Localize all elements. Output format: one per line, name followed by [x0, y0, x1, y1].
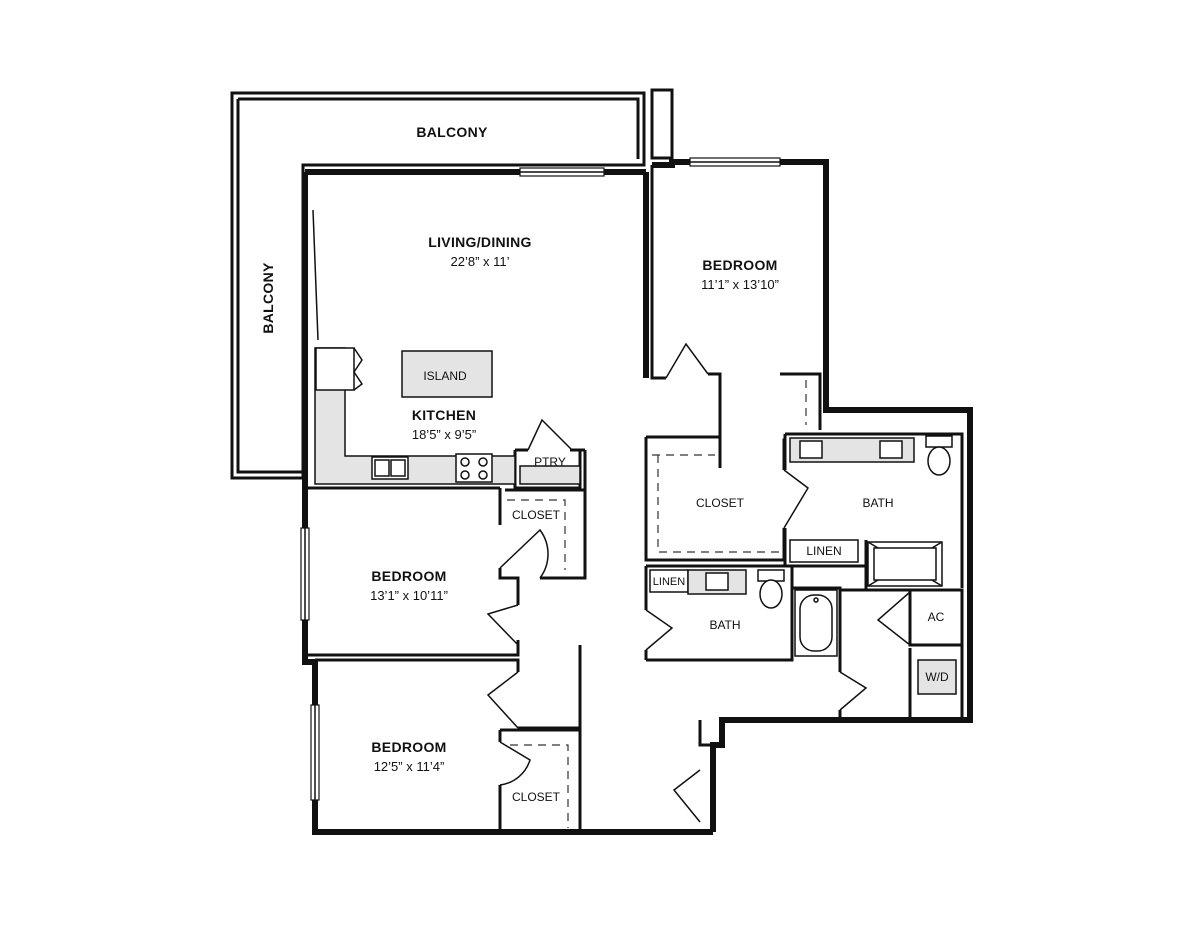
hall-bath-label: BATH: [709, 618, 740, 632]
balcony-top-label: BALCONY: [416, 124, 488, 140]
sink-icon: [879, 440, 903, 459]
island: [401, 350, 493, 398]
pantry-label: PTRY: [534, 455, 566, 469]
island-label: ISLAND: [423, 369, 467, 383]
fridge-icon: [315, 347, 355, 391]
kitchen-dims: 18’5” x 9’5”: [412, 427, 476, 442]
washer-dryer-label: W/D: [925, 670, 949, 684]
living-dining-label: LIVING/DINING: [428, 234, 531, 250]
bedroom-3-dims: 12’5” x 11’4”: [374, 759, 445, 774]
bedroom-3-label: BEDROOM: [371, 739, 446, 755]
bedroom-2-label: BEDROOM: [371, 568, 446, 584]
exterior-walls: [302, 88, 973, 835]
linen-cabinet: [789, 539, 859, 563]
master-linen-label: LINEN: [806, 544, 841, 558]
balcony-area: [230, 91, 646, 480]
hall-linen-label: LINEN: [653, 576, 685, 588]
windows: [300, 157, 781, 801]
bedroom-2-dims: 13’1” x 10’11”: [370, 588, 448, 603]
master-closet-label: CLOSET: [696, 496, 745, 510]
cooktop-icon: [455, 453, 493, 483]
shower-icon: [867, 541, 943, 587]
bedroom-2-closet-label: CLOSET: [512, 508, 561, 522]
doors: [486, 342, 911, 823]
sink-icon: [799, 440, 823, 459]
bathtub-icon: [794, 589, 838, 657]
master-bedroom-dims: 11’1” x 13’10”: [701, 277, 779, 292]
toilet-icon: [757, 569, 785, 609]
kitchen-label: KITCHEN: [412, 407, 476, 423]
kitchen-sink-icon: [371, 456, 409, 480]
living-dining-dims: 22’8” x 11’: [450, 254, 509, 269]
bath-fixtures: [649, 435, 957, 695]
sink-icon: [705, 572, 729, 591]
washer-dryer-icon: [917, 659, 957, 695]
toilet-icon: [925, 435, 953, 476]
kitchen-counters: [314, 347, 581, 485]
master-bath-label: BATH: [862, 496, 893, 510]
bedroom-3-closet-label: CLOSET: [512, 790, 561, 804]
room-labels: BALCONY BALCONY LIVING/DINING 22’8” x 11…: [260, 124, 949, 804]
ac-label: AC: [928, 610, 945, 624]
balcony-side-label: BALCONY: [260, 262, 276, 334]
master-bedroom-label: BEDROOM: [702, 257, 777, 273]
